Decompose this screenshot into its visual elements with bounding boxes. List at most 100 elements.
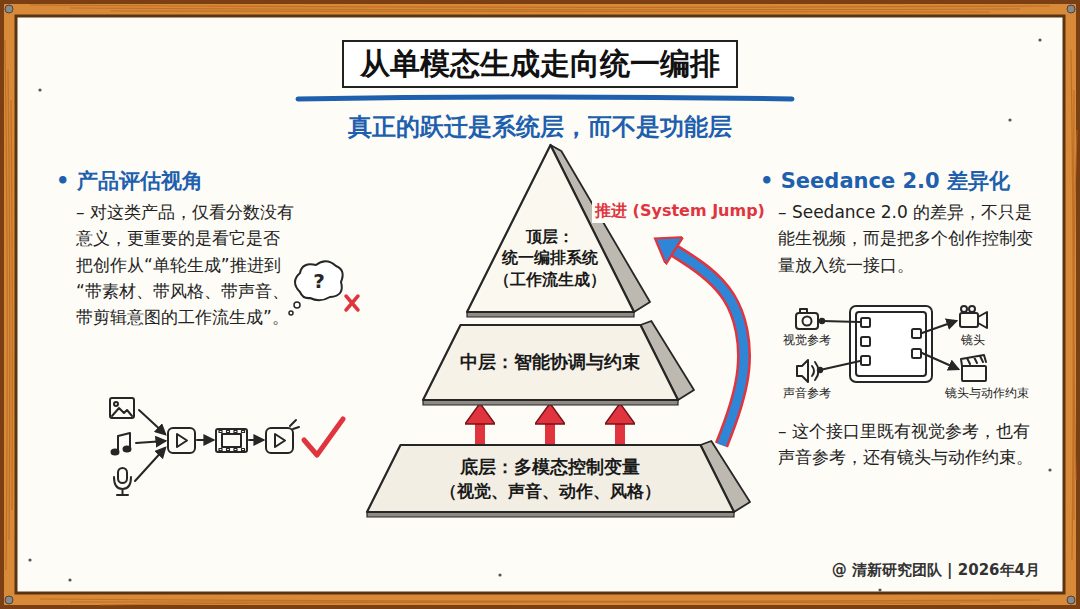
whiteboard-surface xyxy=(16,16,1064,593)
body-text: – Seedance 2.0 的差异，不只是能生视频，而是把多个创作控制变量放入… xyxy=(778,199,1040,278)
interface-slot xyxy=(861,337,870,346)
grain-line xyxy=(1074,130,1077,480)
grain-line xyxy=(110,11,990,12)
edge-label: 推进 (System Jump) xyxy=(592,200,768,223)
play-icon-triangle xyxy=(275,434,285,447)
output-arrow xyxy=(922,321,956,333)
film-icon-frame xyxy=(222,434,241,447)
film-holes xyxy=(219,431,245,451)
grain-line xyxy=(40,599,1040,601)
film-hole xyxy=(242,449,245,451)
mic-icon xyxy=(118,468,127,483)
caption: @ 清新研究团队 | 2026年4月 xyxy=(832,561,1040,580)
upward-arrow xyxy=(550,424,551,445)
board-speck xyxy=(1038,38,1041,41)
thought-bubble xyxy=(295,261,343,300)
workflow-icons xyxy=(110,398,299,495)
grain-line xyxy=(70,8,1020,10)
input-dot xyxy=(818,368,822,372)
interface-screen xyxy=(856,312,926,376)
frame-screw xyxy=(1067,596,1075,604)
arrow-body xyxy=(674,251,744,445)
grain-line xyxy=(30,5,1050,7)
arrow-outline xyxy=(674,251,744,445)
grain-line xyxy=(11,100,12,510)
interface-slot xyxy=(861,318,870,327)
camcorder-reel xyxy=(961,306,967,312)
section-heading: • Seedance 2.0 差异化 xyxy=(760,168,1010,195)
icon-label: 镜头 xyxy=(961,333,985,349)
play-icon xyxy=(266,428,293,453)
tier-text-group: 底层：多模态控制变量（视觉、声音、动作、风格） xyxy=(367,455,734,502)
film-hole xyxy=(227,431,230,433)
interface-slot xyxy=(861,356,870,365)
speaker-icon xyxy=(797,360,808,382)
system-jump-arrow xyxy=(674,251,744,445)
mic-icon-stand xyxy=(114,477,131,495)
image-icon-sun xyxy=(114,402,118,406)
film-hole xyxy=(234,431,237,433)
pyramid-bottom-tier: 底层：多模态控制变量（视觉、声音、动作、风格） xyxy=(367,445,752,518)
input-line xyxy=(820,361,860,370)
play-icon-triangle xyxy=(177,434,187,447)
icon-label: 视觉参考 xyxy=(783,333,831,349)
grain-line xyxy=(100,602,960,605)
board-speck xyxy=(38,88,41,91)
grain-line xyxy=(1071,50,1073,560)
music-icon xyxy=(118,433,130,452)
upward-arrow xyxy=(620,424,621,445)
board-speck xyxy=(28,558,31,561)
board-speck xyxy=(498,573,501,576)
wood-grain xyxy=(5,5,1077,605)
pyramid-middle-tier: 中层：智能协调与约束 xyxy=(423,325,696,406)
film-hole xyxy=(227,449,230,451)
tier-text-group: 中层：智能协调与约束 xyxy=(423,350,678,374)
pyramid-top-tier: 顶层：统一编排系统（工作流生成） xyxy=(467,145,652,318)
interface-slot xyxy=(912,349,921,358)
clapper-icon xyxy=(962,366,986,381)
camcorder-lens xyxy=(978,312,987,328)
flow-arrow xyxy=(136,441,165,443)
tier-heading: 顶层： xyxy=(526,226,574,248)
question-mark: ? xyxy=(304,268,334,294)
grain-line xyxy=(8,70,10,540)
music-icon-note xyxy=(124,446,131,451)
arrow-body xyxy=(475,424,485,445)
input-line xyxy=(822,321,860,322)
board-speck xyxy=(68,578,71,581)
icon-label: 镜头与动作约束 xyxy=(945,386,1029,402)
camera-icon-top xyxy=(800,309,807,313)
body-text: – 对这类产品，仅看分数没有意义，更重要的是看它是否把创作从“单轮生成”推进到“… xyxy=(76,199,294,331)
image-icon xyxy=(110,398,134,418)
film-hole xyxy=(219,449,222,451)
title: 从单模态生成走向统一编排 xyxy=(342,40,738,88)
body-text: – 这个接口里既有视觉参考，也有声音参考，还有镜头与动作约束。 xyxy=(778,418,1040,471)
output-arrow xyxy=(922,353,958,369)
music-icon-note xyxy=(112,449,119,454)
flow-arrow xyxy=(139,410,165,434)
board-speck xyxy=(1008,118,1011,121)
frame-screw xyxy=(1067,5,1075,13)
frame-screw xyxy=(5,596,13,604)
tier-text: （视觉、声音、动作、风格） xyxy=(440,480,661,503)
camcorder-icon xyxy=(960,313,978,327)
flow-arrow xyxy=(135,448,165,481)
board-speck xyxy=(878,588,881,591)
subtitle: 真正的跃迁是系统层，而不是功能层 xyxy=(0,112,1080,143)
tier-front-face xyxy=(367,445,734,512)
film-hole xyxy=(219,431,222,433)
tier-heading: 底层：多模态控制变量 xyxy=(460,455,640,479)
film-hole xyxy=(242,431,245,433)
tier-heading: 中层：智能协调与约束 xyxy=(460,350,640,374)
tier-front-face xyxy=(467,145,634,312)
output-sparkle xyxy=(290,420,299,429)
image-icon-mountain xyxy=(112,408,132,416)
interface-slot xyxy=(912,329,921,338)
arrow-body xyxy=(545,424,555,445)
interface-box xyxy=(850,306,932,382)
arrow-body xyxy=(615,424,625,445)
frame-screw xyxy=(5,5,13,13)
input-dot xyxy=(820,319,824,323)
